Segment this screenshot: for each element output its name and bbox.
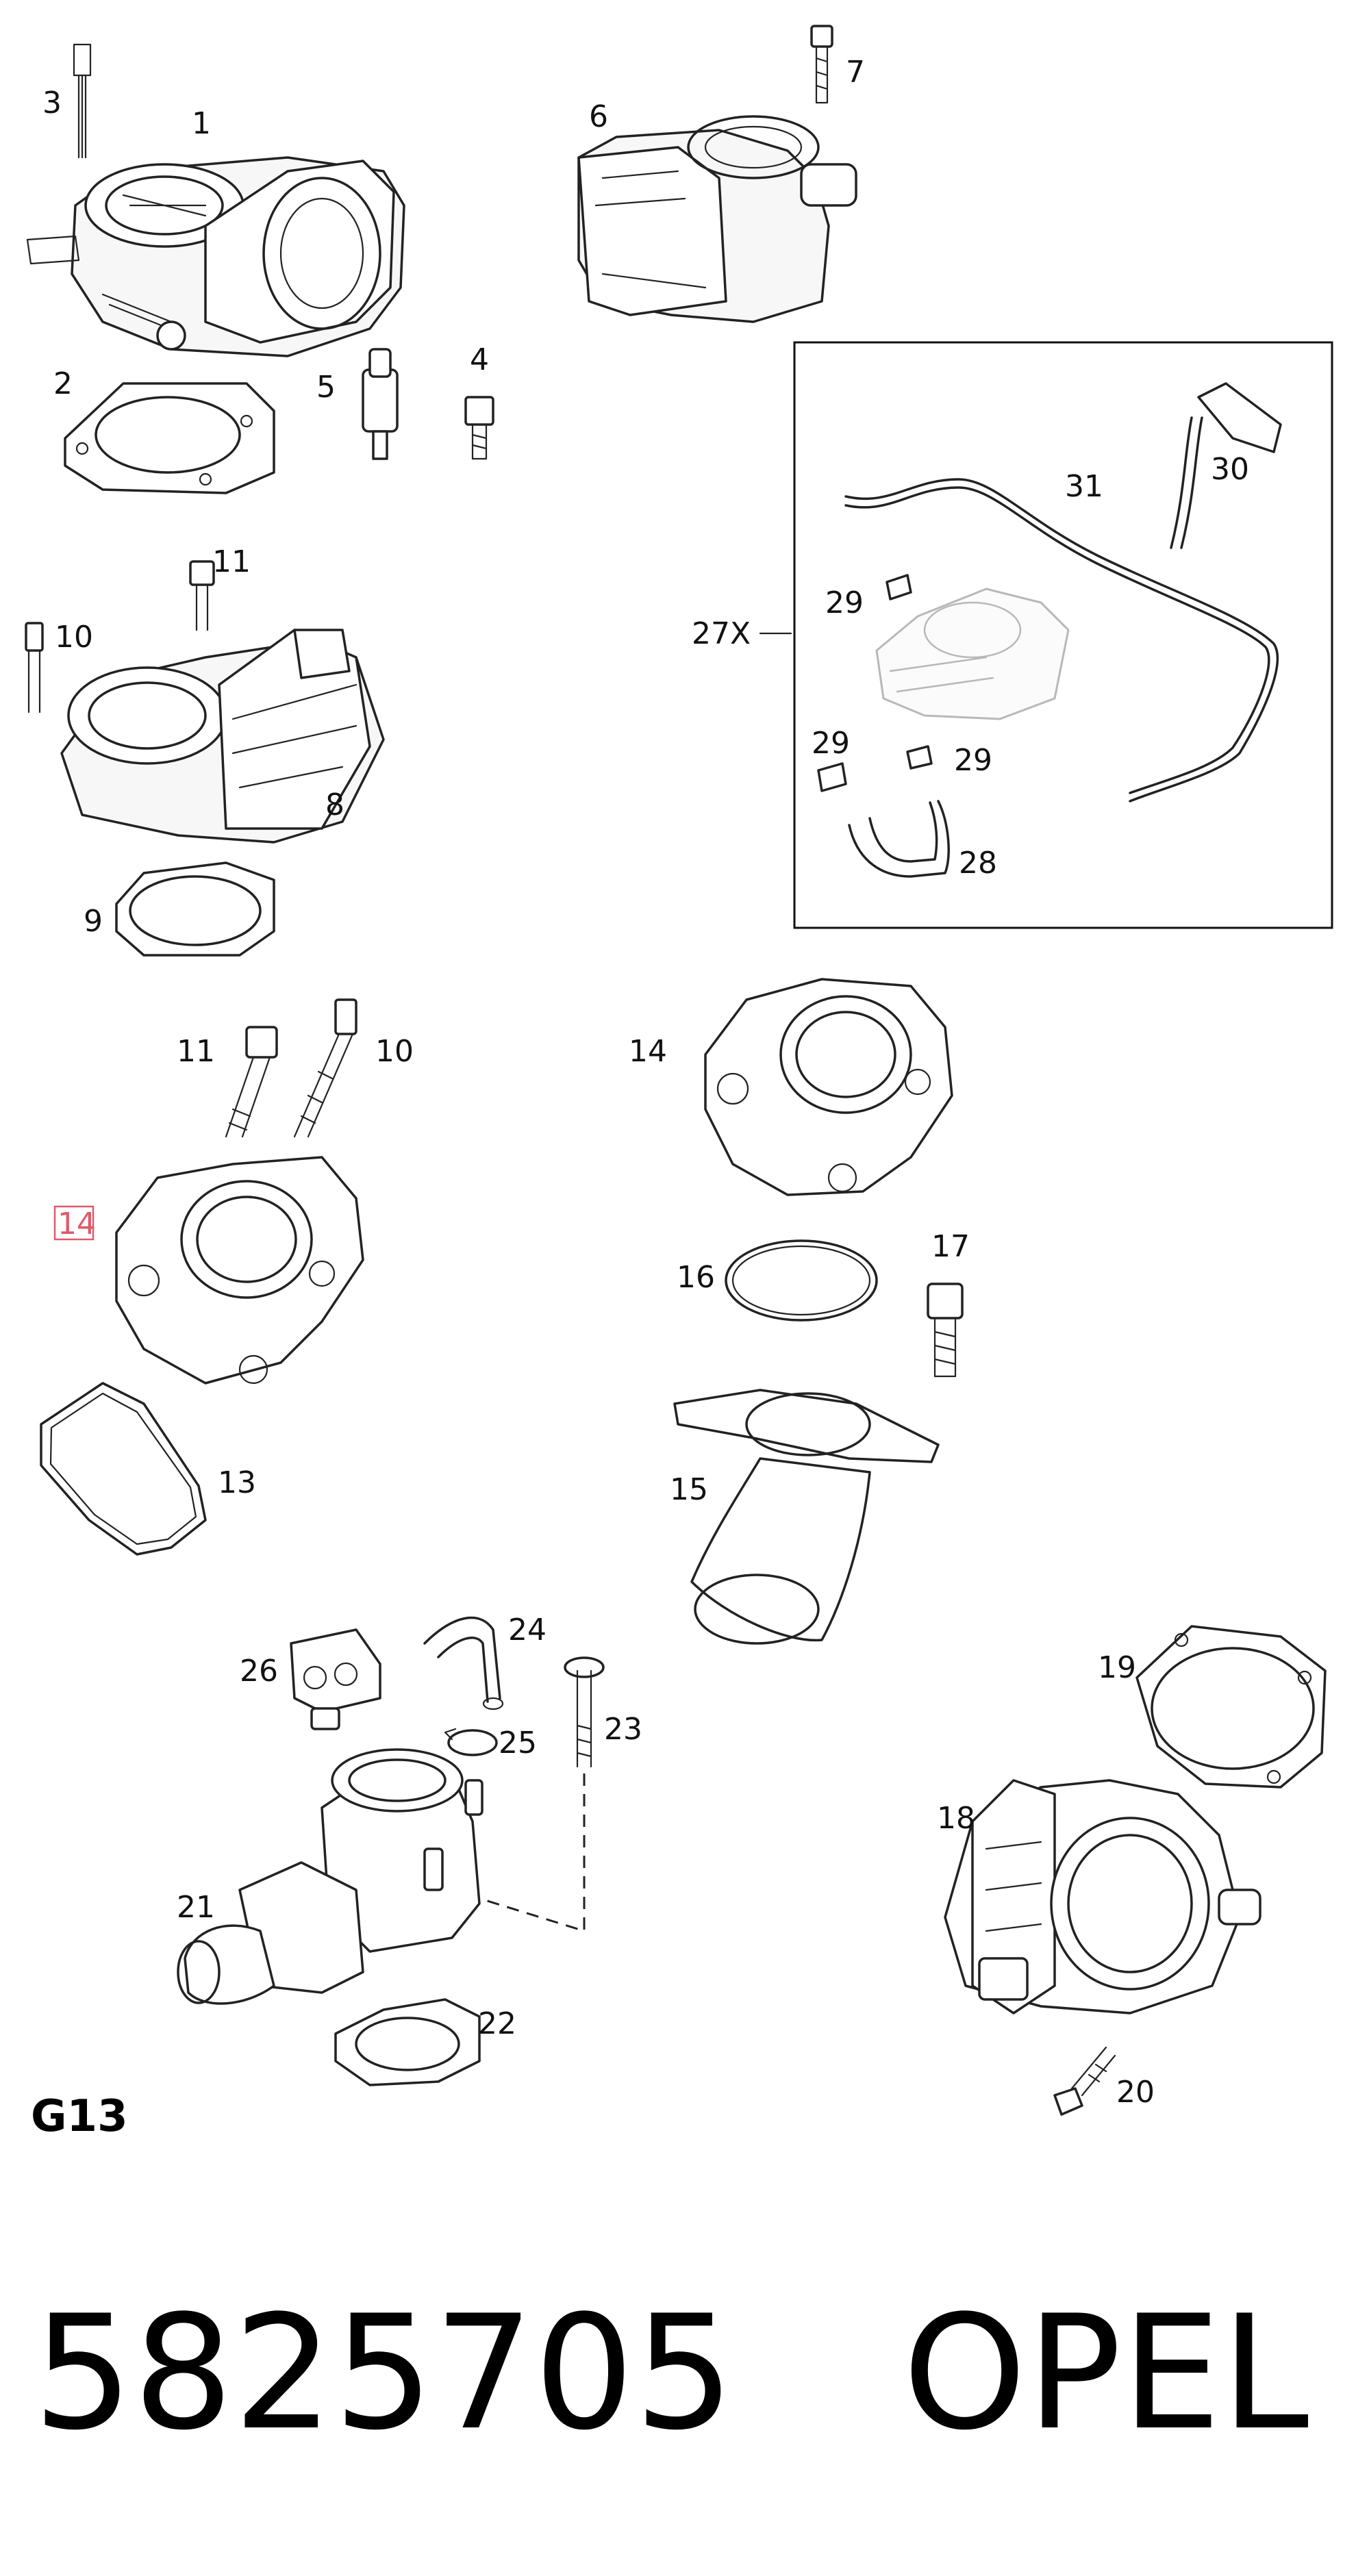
callout-17: 17 [931, 1229, 970, 1264]
callout-5: 5 [316, 370, 336, 405]
callout-11-lower: 11 [177, 1034, 215, 1069]
part-30-connector[interactable] [1170, 382, 1282, 549]
callout-6: 6 [589, 99, 608, 134]
callout-10-upper: 10 [55, 620, 93, 655]
callout-15: 15 [670, 1472, 708, 1507]
part-14-housing-left[interactable] [115, 1156, 364, 1385]
part-13-seal[interactable] [40, 1382, 207, 1556]
part-22-gasket[interactable] [334, 1998, 481, 2086]
callout-13: 13 [218, 1465, 256, 1500]
part-10-stud-lower[interactable] [293, 998, 357, 1138]
part-17-bolt[interactable] [927, 1283, 964, 1378]
part-16-o-ring[interactable] [725, 1239, 878, 1322]
callout-22: 22 [478, 2006, 516, 2041]
callout-31: 31 [1065, 469, 1103, 504]
brand-name: OPEL [903, 2282, 1309, 2465]
callout-7: 7 [846, 55, 865, 90]
callout-30: 30 [1211, 452, 1249, 487]
callout-9: 9 [84, 904, 103, 939]
part-4-bolt[interactable] [464, 396, 494, 460]
part-9-gasket[interactable] [115, 861, 275, 957]
callout-24: 24 [508, 1613, 547, 1647]
callout-26: 26 [240, 1654, 278, 1689]
callout-23: 23 [604, 1712, 642, 1747]
callout-16: 16 [677, 1260, 715, 1295]
callout-20: 20 [1116, 2075, 1155, 2110]
callout-29-top: 29 [825, 585, 864, 620]
part-29-clip-top[interactable] [886, 574, 912, 601]
part-2-gasket[interactable] [64, 382, 275, 494]
callout-29-left: 29 [812, 726, 850, 761]
callout-21: 21 [177, 1890, 215, 1925]
part-23-bolt[interactable] [564, 1656, 605, 1768]
part-29-clip-right[interactable] [906, 745, 933, 770]
part-15-intake-elbow[interactable] [673, 1389, 940, 1645]
kit-27x-frame [793, 341, 1333, 929]
callout-19: 19 [1098, 1650, 1136, 1685]
part-25-clamp[interactable] [444, 1728, 498, 1756]
callout-1: 1 [192, 106, 211, 141]
highlight-box-14 [53, 1205, 95, 1241]
callout-11-upper: 11 [212, 544, 251, 579]
part-21-throttle-body[interactable] [177, 1748, 484, 2005]
part-14-housing-right[interactable] [704, 978, 953, 1196]
part-19-gasket[interactable] [1135, 1625, 1327, 1789]
callout-18: 18 [937, 1801, 975, 1836]
part-26-bracket[interactable] [290, 1628, 381, 1730]
part-28-hose[interactable] [848, 800, 950, 878]
part-29-clip-left[interactable] [817, 762, 847, 792]
callout-labels: 1 2 3 4 5 6 7 8 9 10 11 10 11 13 14 14 1… [42, 55, 1249, 2110]
callout-4: 4 [470, 342, 489, 377]
callout-2: 2 [53, 366, 73, 401]
callout-10-lower: 10 [375, 1034, 414, 1069]
part-5-sensor[interactable] [362, 348, 399, 460]
part-6-throttle-body[interactable] [577, 115, 857, 323]
part-20-bolt[interactable] [1053, 2046, 1116, 2116]
section-code: G13 [31, 2091, 128, 2142]
part-1-throttle-body[interactable] [26, 156, 405, 357]
part-number: 5825705 [33, 2282, 734, 2465]
callout-27x: 27X [692, 616, 751, 651]
part-11-bolt-upper[interactable] [189, 560, 215, 631]
part-8-throttle-body[interactable] [60, 629, 385, 844]
part-18-electronic-throttle[interactable] [944, 1779, 1261, 2015]
part-11-bolt-lower[interactable] [225, 1026, 278, 1138]
part-31-vacuum-hose[interactable] [844, 478, 1279, 803]
ghost-throttle-body [875, 588, 1070, 720]
callout-3: 3 [42, 86, 62, 121]
callout-28: 28 [959, 846, 997, 881]
part-10-stud-upper[interactable] [25, 622, 44, 714]
callout-29-right: 29 [954, 743, 992, 778]
part-7-screw[interactable] [810, 25, 833, 104]
callout-14-right: 14 [629, 1034, 667, 1069]
part-24-hose[interactable] [423, 1616, 504, 1710]
callout-14-highlighted: 14 [58, 1207, 96, 1241]
callout-8: 8 [325, 787, 344, 822]
assembly-guide-line [451, 1773, 586, 1933]
callout-25: 25 [499, 1726, 537, 1760]
